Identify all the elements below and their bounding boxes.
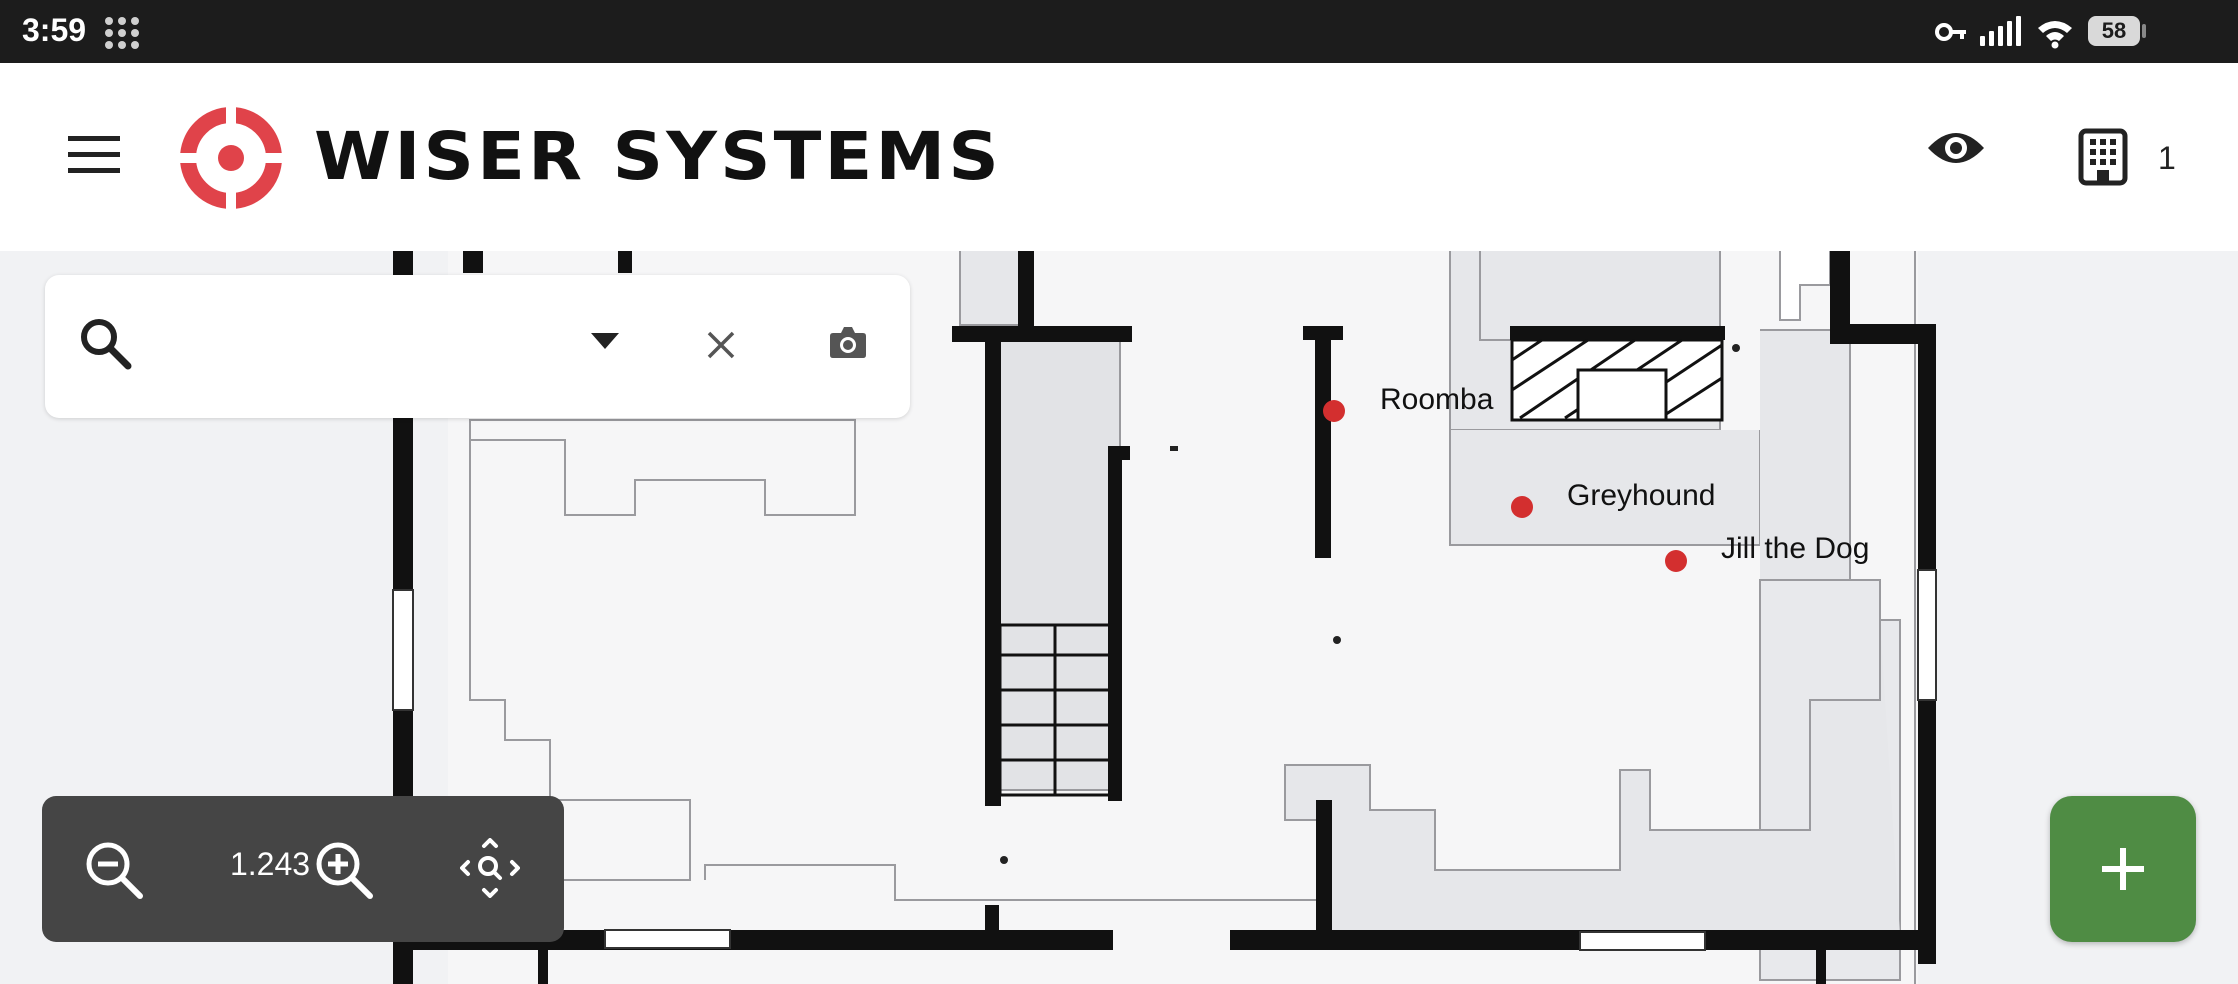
- zoom-controls: 1.243: [42, 796, 564, 942]
- search-icon: [81, 319, 132, 370]
- camera-icon[interactable]: [829, 325, 867, 359]
- recenter-icon[interactable]: [460, 838, 520, 898]
- tag-marker-jill-the-dog[interactable]: [1665, 550, 1687, 572]
- app-bar: [0, 63, 2238, 251]
- battery-tip: [2142, 24, 2146, 38]
- tag-label-roomba: Roomba: [1380, 383, 1494, 416]
- menu-icon[interactable]: [68, 136, 120, 174]
- building-count: 1: [2158, 140, 2176, 176]
- status-icons: [1935, 16, 2072, 49]
- eye-icon[interactable]: [1926, 128, 1986, 168]
- tag-label-greyhound: Greyhound: [1567, 479, 1716, 512]
- status-bar: 3:59 58: [0, 0, 2238, 63]
- tag-label-jill-the-dog: Jill the Dog: [1721, 532, 1870, 565]
- tag-marker-roomba[interactable]: [1323, 400, 1345, 422]
- tag-marker-greyhound[interactable]: [1511, 496, 1533, 518]
- add-button[interactable]: [2050, 796, 2196, 942]
- logo-target-icon: [180, 107, 282, 209]
- signal-icon: [1980, 16, 2021, 46]
- building-icon[interactable]: [2078, 128, 2128, 186]
- zoom-out-icon[interactable]: [84, 840, 144, 900]
- battery-indicator: 58: [2088, 16, 2140, 46]
- apps-dots-icon: [105, 17, 139, 49]
- close-icon[interactable]: [707, 331, 735, 359]
- wifi-icon: [2038, 21, 2072, 49]
- brand-name: WISER SYSTEMS: [314, 118, 1002, 195]
- caret-down-icon[interactable]: [591, 333, 619, 349]
- vpn-key-icon: [1935, 23, 1966, 41]
- zoom-level: 1.243: [229, 846, 311, 882]
- plus-icon: [2102, 848, 2144, 890]
- zoom-in-icon[interactable]: [314, 840, 374, 900]
- search-input[interactable]: [155, 315, 609, 377]
- search-card: [45, 275, 910, 418]
- status-time: 3:59: [22, 12, 87, 48]
